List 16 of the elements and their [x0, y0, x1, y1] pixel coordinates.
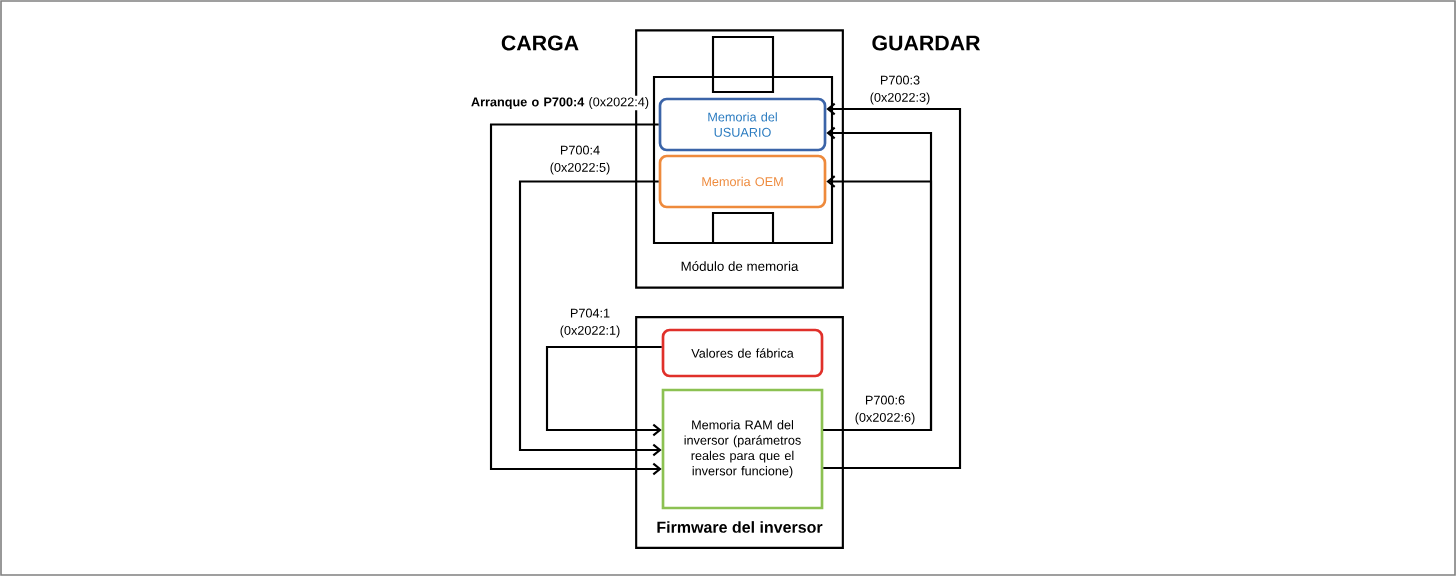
- memory-box: Memoria RAM del inversor (parámetros reales para que el inversor funcione): [661, 388, 824, 510]
- section-heading: GUARDAR: [872, 35, 981, 51]
- memory-box: Memoria OEM: [658, 154, 827, 209]
- memory-box: Valores de fábrica: [661, 328, 824, 378]
- connector-arrow: [545, 345, 662, 437]
- connector-arrow: [823, 175, 933, 432]
- edge-label: P700:4 (0x2022:5): [540, 144, 620, 176]
- edge-label: P700:6 (0x2022:6): [845, 394, 925, 426]
- memory-box: Memoria del USUARIO: [658, 97, 827, 152]
- edge-label: Arranque o P700:4 (0x2022:4): [468, 95, 652, 111]
- edge-label: P700:3 (0x2022:3): [860, 74, 940, 106]
- connector-arrow: [489, 123, 662, 476]
- connector-arrow: [823, 102, 962, 470]
- connector-arrow: [518, 180, 662, 457]
- edge-label: P704:1 (0x2022:1): [550, 307, 630, 339]
- section-heading: CARGA: [501, 35, 579, 51]
